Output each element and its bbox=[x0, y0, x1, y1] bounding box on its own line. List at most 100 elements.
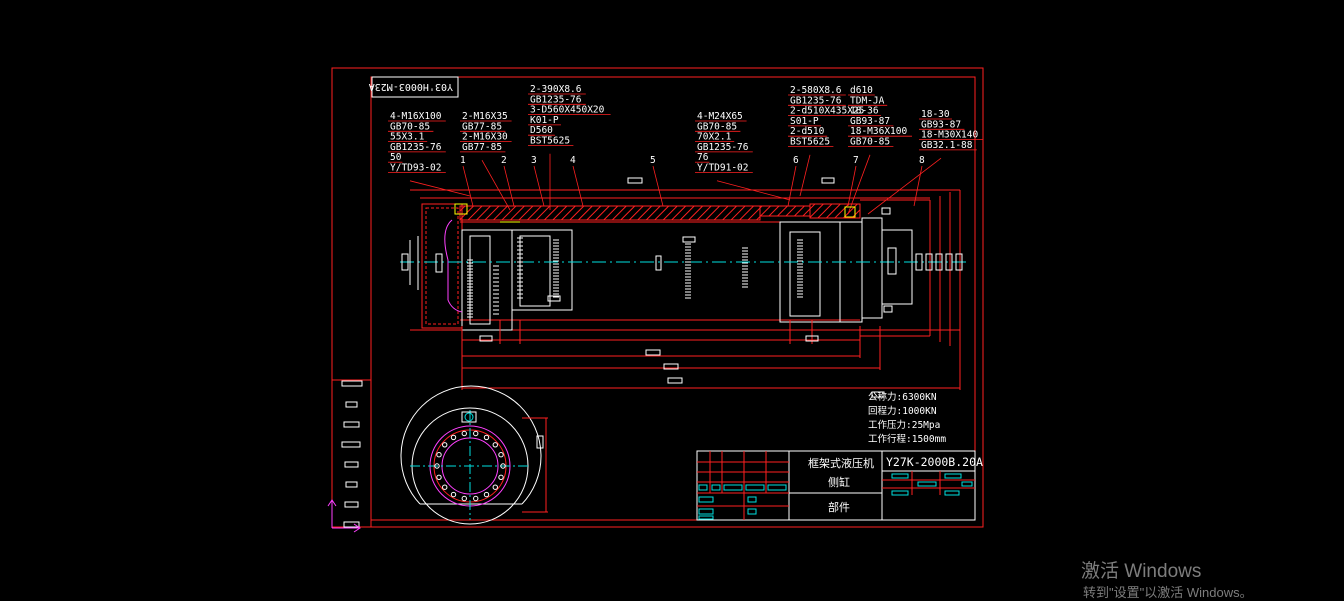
part-leader-line bbox=[533, 165, 545, 207]
leader-label-line: 76 bbox=[697, 152, 709, 163]
part-number: 7 bbox=[853, 155, 859, 166]
outer-frame bbox=[331, 67, 984, 528]
title-block-part: 侧缸 bbox=[828, 475, 850, 489]
part-leader-line bbox=[652, 165, 664, 207]
cylinder-assembly bbox=[410, 189, 961, 350]
leader-label-line: GB70-85 bbox=[697, 121, 737, 132]
activate-windows-subtitle: 转到"设置"以激活 Windows。 bbox=[1083, 585, 1253, 600]
bolt-hole bbox=[450, 434, 457, 441]
bolt-hole bbox=[492, 484, 498, 490]
left-strip-boxes bbox=[341, 380, 363, 528]
dimension-boxes bbox=[479, 177, 885, 398]
part-number: 4 bbox=[570, 155, 576, 166]
part-number: 6 bbox=[793, 155, 799, 166]
title-block-code: Y27K-2000B.20A bbox=[886, 455, 983, 469]
inner-frame bbox=[370, 76, 976, 521]
leader-label-line: Y/TD91-02 bbox=[697, 163, 748, 174]
leader-label-line: GB77-85 bbox=[462, 121, 502, 132]
part-number: 5 bbox=[650, 155, 656, 166]
leader-label-line: TDM-JA bbox=[850, 95, 885, 106]
leader-label-line: 2-M16X35 bbox=[462, 111, 508, 122]
bolt-hole bbox=[498, 474, 504, 480]
part-leader-line bbox=[503, 165, 515, 207]
leader-label-line: D560 bbox=[530, 125, 553, 136]
part-leader-line bbox=[462, 165, 474, 207]
title-block-type: 部件 bbox=[828, 500, 850, 514]
right-dimension-boxes bbox=[881, 207, 893, 313]
leader-label-line: BST5625 bbox=[530, 136, 570, 147]
leader-label-line: 2-d510X435X25 bbox=[790, 106, 864, 117]
leader-label-line: 2-M16X30 bbox=[462, 132, 508, 143]
leader-label-line: Y/TD93-02 bbox=[390, 163, 441, 174]
spec-line: 工作行程:1500mm bbox=[868, 433, 946, 445]
thread-ticks bbox=[467, 237, 803, 318]
bolt-hole bbox=[461, 430, 467, 437]
leader-label-line: GB32.1-88 bbox=[921, 140, 973, 151]
part-leader-line bbox=[913, 165, 923, 207]
title-block-name: 框架式液压机 bbox=[808, 456, 874, 470]
leader-label-line: GB70-85 bbox=[850, 137, 890, 148]
bolt-hole bbox=[442, 484, 448, 490]
dimension-lines bbox=[461, 320, 961, 390]
bolt-hole bbox=[473, 495, 479, 502]
leader-label-line: K01-P bbox=[530, 115, 559, 126]
leader-label-line: GB77-85 bbox=[462, 142, 502, 153]
bolt-hole bbox=[461, 495, 467, 502]
cylinder-seal-accents bbox=[454, 203, 856, 223]
bolt-hole bbox=[442, 442, 448, 448]
leader-label-line: 18-36 bbox=[850, 106, 879, 117]
leader-label-line: S01-P bbox=[790, 116, 819, 127]
leader-label-line: 55X3.1 bbox=[390, 132, 425, 143]
bolt-hole bbox=[498, 452, 504, 458]
ucs-axis-icon bbox=[327, 499, 361, 533]
cylinder-right-piston bbox=[779, 221, 841, 323]
piston-magenta-outline bbox=[444, 219, 463, 313]
leader-label-line: GB93-87 bbox=[850, 116, 890, 127]
title-block-grid bbox=[697, 451, 975, 520]
leader-line bbox=[409, 180, 471, 197]
end-view-bolt-circle bbox=[434, 430, 506, 502]
leader-label-line: GB1235-76 bbox=[790, 95, 842, 106]
specs-block: 公称力:6300KN 回程力:1000KN 工作压力:25Mpa 工作行程:15… bbox=[868, 391, 946, 445]
activate-windows-title: 激活 Windows bbox=[1081, 561, 1202, 582]
leader-label-line: 4-M24X65 bbox=[697, 111, 743, 122]
leader-label-line: BST5625 bbox=[790, 137, 830, 148]
rod-end-left bbox=[401, 236, 443, 290]
bolt-hole bbox=[492, 442, 498, 448]
leader-label-line: GB1235-76 bbox=[697, 142, 749, 153]
leader-line bbox=[799, 154, 811, 197]
part-leader-line bbox=[847, 165, 857, 207]
bolt-hole bbox=[500, 463, 506, 469]
leader-line bbox=[867, 157, 942, 215]
drawing-code-text: Y03'H0003-M23A bbox=[369, 81, 453, 92]
leader-line bbox=[481, 160, 511, 211]
spec-line: 工作压力:25Mpa bbox=[868, 419, 940, 431]
part-number: 3 bbox=[531, 155, 537, 166]
leader-label-line: 50 bbox=[390, 152, 402, 163]
bolt-hole bbox=[436, 474, 442, 480]
spec-line: 公称力:6300KN bbox=[868, 391, 937, 403]
spec-line: 回程力:1000KN bbox=[868, 405, 937, 417]
part-number: 2 bbox=[501, 155, 507, 166]
leader-label-line: 2-d510 bbox=[790, 126, 825, 137]
part-leader-line bbox=[572, 165, 584, 207]
leader-label-line: 4-M16X100 bbox=[390, 111, 442, 122]
part-number: 1 bbox=[460, 155, 466, 166]
leader-label-line: 18-M36X100 bbox=[850, 126, 907, 137]
title-block-cyan-cells bbox=[698, 473, 973, 520]
leader-label-line: 2-580X8.6 bbox=[790, 85, 842, 96]
leader-label-line: GB1235-76 bbox=[530, 94, 582, 105]
leader-label-line: GB70-85 bbox=[390, 121, 430, 132]
leader-labels: 4-M16X100GB70-8555X3.1GB1235-7650Y/TD93-… bbox=[388, 84, 983, 215]
part-number: 8 bbox=[919, 155, 925, 166]
cylinder-top-wall-hatch bbox=[459, 205, 761, 221]
bolt-hole bbox=[473, 430, 479, 437]
leader-label-line: 2-390X8.6 bbox=[530, 84, 582, 95]
leader-label-line: 70X2.1 bbox=[697, 132, 732, 143]
bolt-hole bbox=[483, 491, 490, 498]
leader-label-line: 3-D560X450X20 bbox=[530, 105, 605, 116]
leader-label-line: 18-30 bbox=[921, 109, 950, 120]
bolt-hole bbox=[434, 463, 440, 469]
leader-label-line: 18-M30X140 bbox=[921, 130, 978, 141]
